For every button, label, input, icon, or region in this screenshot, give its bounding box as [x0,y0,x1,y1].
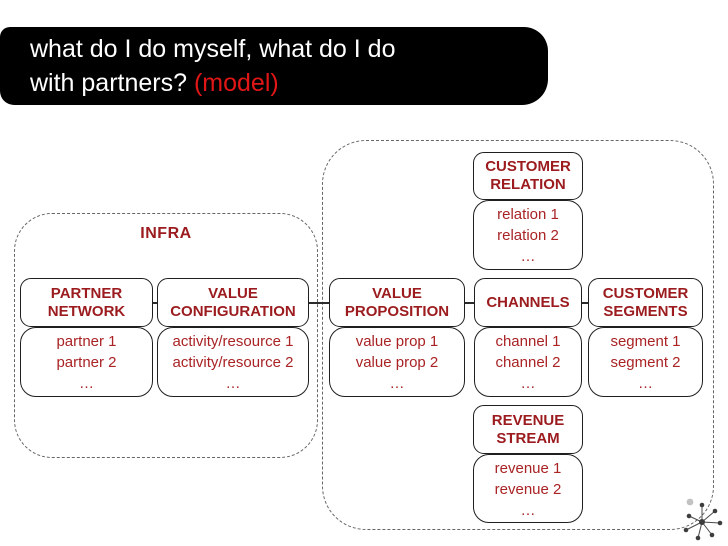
value-proposition-list: value prop 1 value prop 2 … [329,327,465,397]
connector-valueconfig-valueprop [306,302,332,304]
list-item: activity/resource 1 [172,333,294,350]
list-item: … [638,375,653,392]
title-line-2-text: with partners? [30,69,194,97]
title-banner: what do I do myself, what do I do with p… [0,27,548,105]
revenue-stream-list: revenue 1 revenue 2 … [473,454,583,523]
partner-network-header: PARTNER NETWORK [20,278,153,327]
list-item: relation 1 [497,206,559,223]
title-line-2: with partners? (model) [30,66,548,100]
channels-list: channel 1 channel 2 … [474,327,582,397]
infra-group-label: INFRA [140,225,192,242]
list-item: revenue 1 [494,460,562,477]
list-item: value prop 1 [355,333,439,350]
list-item: … [520,375,536,392]
customer-relation-list: relation 1 relation 2 … [473,200,583,270]
list-item: channel 1 [495,333,561,350]
list-item: partner 1 [56,333,117,350]
customer-group-outline [322,140,714,530]
list-item: value prop 2 [355,354,439,371]
list-item: segment 1 [610,333,681,350]
list-item: … [520,248,536,265]
dandelion-logo-icon [683,498,723,541]
list-item: partner 2 [56,354,117,371]
channels-header: CHANNELS [474,278,582,327]
value-proposition-header: VALUE PROPOSITION [329,278,465,327]
connector-valueprop-channels [463,302,476,304]
value-configuration-list: activity/resource 1 activity/resource 2 … [157,327,309,397]
list-item: … [225,375,241,392]
connector-partner-valueconfig [150,302,159,304]
value-configuration-header: VALUE CONFIGURATION [157,278,309,327]
revenue-stream-header: REVENUE STREAM [473,405,583,454]
customer-relation-header: CUSTOMER RELATION [473,152,583,200]
title-accent: (model) [193,69,279,97]
list-item: … [79,375,94,392]
infra-group-outline [14,213,318,458]
customer-segments-header: CUSTOMER SEGMENTS [588,278,703,327]
list-item: segment 2 [610,354,681,371]
list-item: … [389,375,405,392]
list-item: activity/resource 2 [172,354,294,371]
connector-channels-segments [580,302,590,304]
list-item: … [520,502,536,519]
list-item: channel 2 [495,354,561,371]
list-item: relation 2 [497,227,559,244]
partner-network-list: partner 1 partner 2 … [20,327,153,397]
list-item: revenue 2 [494,481,562,498]
title-line-1: what do I do myself, what do I do [30,35,396,63]
customer-segments-list: segment 1 segment 2 … [588,327,703,397]
